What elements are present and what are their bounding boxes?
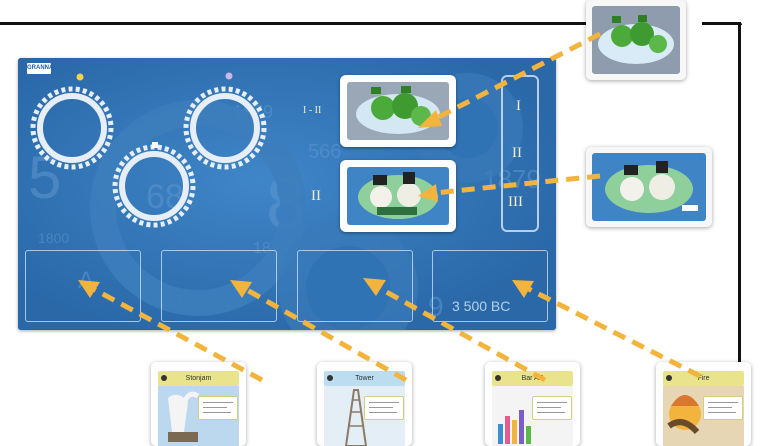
- frame-line-top: [0, 22, 590, 25]
- card-text-box: [703, 396, 743, 420]
- frame-line-top-right: [702, 22, 742, 25]
- brand-logo: GRANNA: [27, 63, 53, 74]
- card-slot-4-year: 3 500 BC: [452, 298, 511, 314]
- card-title: Tower: [355, 375, 374, 382]
- game-board: 5 68 8 566 1879 1879 1800 1969 1879 A 9 …: [18, 58, 556, 330]
- era-track-label-3: III: [508, 194, 523, 210]
- tile-middle-artwork: [347, 167, 449, 225]
- era-track-label-1: I: [516, 98, 521, 114]
- card-text-box: [364, 396, 404, 420]
- side-card-middle-artwork: [592, 153, 706, 221]
- board-tile-top[interactable]: [340, 75, 456, 147]
- era-label-top-left: I - II: [303, 105, 322, 116]
- card-slot-2[interactable]: [161, 250, 277, 322]
- svg-text:1800: 1800: [38, 230, 69, 246]
- card-text-box: [532, 396, 572, 420]
- frame-line-right: [738, 22, 741, 446]
- card-title: Stonjam: [185, 375, 212, 382]
- bottom-card-1[interactable]: Stonjam: [151, 362, 246, 446]
- card-title: Fire: [697, 375, 710, 382]
- side-card-top[interactable]: [586, 0, 686, 80]
- card-slot-1[interactable]: [25, 250, 141, 322]
- side-card-top-artwork: [592, 6, 680, 74]
- card-slot-3[interactable]: [297, 250, 413, 322]
- era-label-middle-left: II: [311, 188, 321, 204]
- era-track-label-2: II: [512, 145, 522, 161]
- tile-top-artwork: [347, 82, 449, 140]
- svg-text:566: 566: [308, 141, 341, 163]
- bottom-card-2[interactable]: Tower: [317, 362, 412, 446]
- bottom-card-3[interactable]: Bar AP: [485, 362, 580, 446]
- card-title: Bar AP: [521, 375, 544, 382]
- board-tile-middle[interactable]: [340, 160, 456, 232]
- card-text-box: [198, 396, 238, 420]
- bottom-card-4[interactable]: Fire: [656, 362, 751, 446]
- side-card-middle[interactable]: [586, 147, 712, 227]
